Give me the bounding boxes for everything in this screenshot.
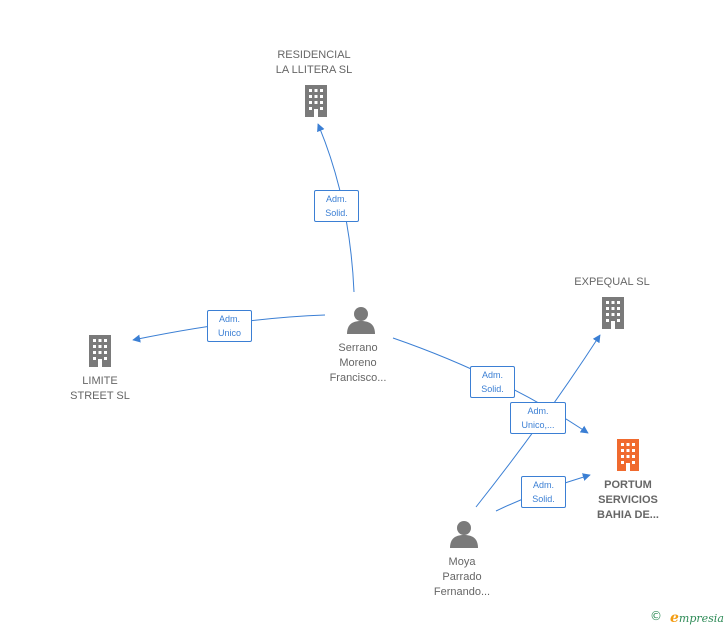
brand-rest: mpresia: [678, 612, 724, 625]
edge-label-moya-portum: Adm. Solid.: [521, 476, 566, 508]
brand-logo[interactable]: empresia: [670, 610, 724, 626]
node-label-serrano[interactable]: Serrano Moreno Francisco...: [329, 342, 387, 384]
node-label-residencial[interactable]: RESIDENCIAL LA LLITERA SL: [275, 49, 353, 76]
node-label-limite[interactable]: LIMITE STREET SL: [70, 375, 130, 402]
node-label-moya[interactable]: Moya Parrado Fernando...: [433, 556, 491, 598]
building-icon[interactable]: [89, 335, 111, 367]
building-icon[interactable]: [305, 85, 327, 117]
copyright-icon: ©: [650, 609, 662, 623]
edge-label-serrano-limite: Adm. Unico: [207, 310, 252, 342]
brand-initial: e: [670, 610, 679, 626]
node-label-expequal[interactable]: EXPEQUAL SL: [574, 276, 650, 288]
building-icon[interactable]: [602, 297, 624, 329]
edge-label-serrano-portum: Adm. Solid.: [470, 366, 515, 398]
edge-label-moya-expequal: Adm. Unico,...: [510, 402, 566, 434]
node-label-portum[interactable]: PORTUM SERVICIOS BAHIA DE...: [597, 479, 659, 521]
edge-label-serrano-residencial: Adm. Solid.: [314, 190, 359, 222]
person-icon[interactable]: [450, 521, 478, 548]
person-icon[interactable]: [347, 307, 375, 334]
building-icon[interactable]: [617, 439, 639, 471]
